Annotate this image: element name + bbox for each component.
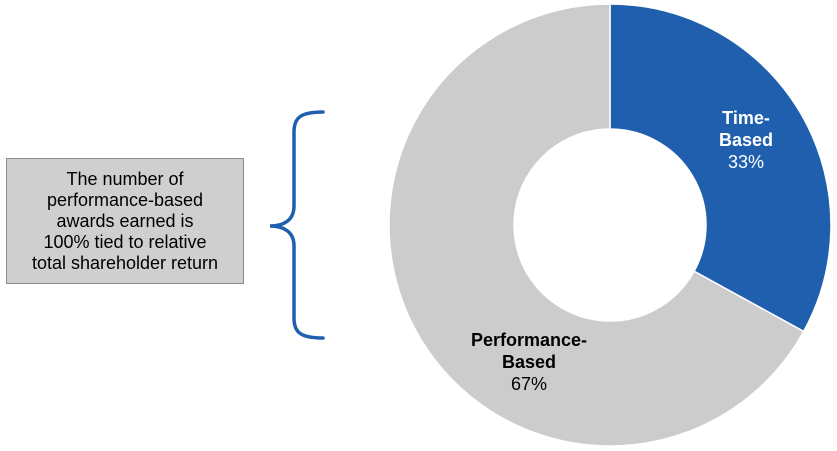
note-box: The number of performance-based awards e… — [6, 158, 244, 284]
label-time-based-name-line: Time- — [722, 108, 770, 128]
label-performance-based-name-line: Based — [502, 352, 556, 372]
label-time-based-name-line: Based — [719, 130, 773, 150]
slice-time-based — [609, 3, 832, 333]
label-performance-based-name-line: Performance- — [471, 330, 587, 350]
slices-layer — [388, 3, 832, 447]
label-performance-based-percent: 67% — [511, 374, 547, 394]
slice-performance-based — [388, 3, 805, 447]
curly-brace-icon — [269, 110, 325, 340]
label-time-based-percent: 33% — [728, 152, 764, 172]
note-text: The number of performance-based awards e… — [31, 168, 219, 273]
